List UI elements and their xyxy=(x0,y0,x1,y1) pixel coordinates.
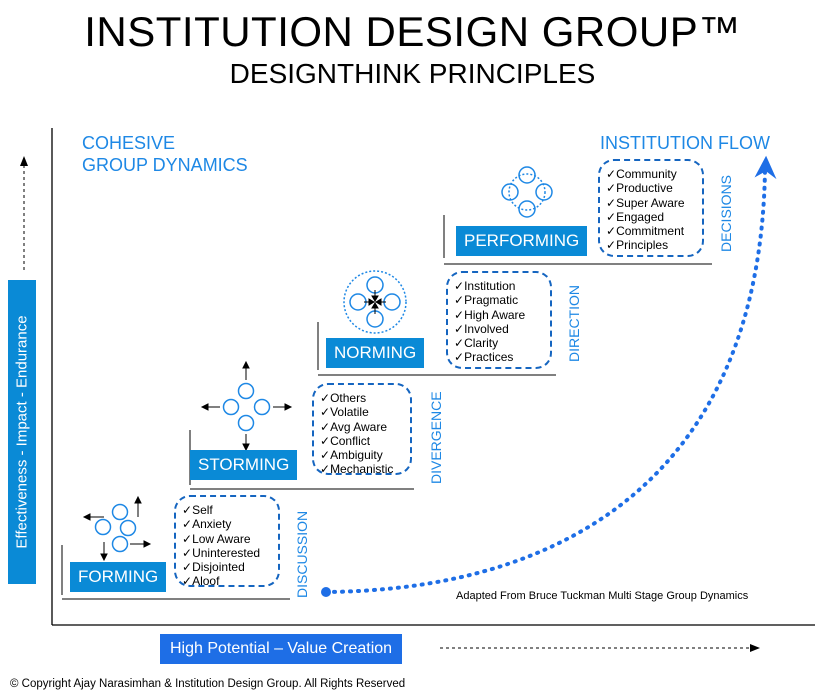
side-label-discussion: DISCUSSION xyxy=(294,510,310,598)
stage-label-norming: NORMING xyxy=(326,338,425,368)
side-label-decisions: DECISIONS xyxy=(718,174,734,252)
norming-trait: ✓Practices xyxy=(454,350,514,365)
forming-trait: ✓Disjointed xyxy=(182,560,245,575)
cohesive-label-line1: COHESIVE xyxy=(82,133,176,153)
side-label-direction: DIRECTION xyxy=(566,285,582,362)
page-title: INSTITUTION DESIGN GROUP™ xyxy=(84,8,741,55)
flow-start-dot xyxy=(321,587,331,597)
norming-trait: ✓High Aware xyxy=(454,307,526,322)
cohesive-label-line2: GROUP DYNAMICS xyxy=(82,155,248,175)
performing-trait: ✓Productive xyxy=(606,181,673,196)
performing-icon xyxy=(501,166,553,218)
performing-traits-box: ✓Community ✓Productive ✓Super Aware ✓Eng… xyxy=(598,159,704,257)
y-direction-arrowhead xyxy=(20,156,28,166)
storming-trait: ✓Avg Aware xyxy=(320,419,387,434)
storming-traits-box: ✓Others ✓Volatile ✓Avg Aware ✓Conflict ✓… xyxy=(312,383,412,477)
performing-trait: ✓Super Aware xyxy=(606,195,685,210)
forming-icon xyxy=(94,503,137,553)
norming-arrows xyxy=(364,290,386,314)
flow-arrowhead xyxy=(754,155,777,180)
performing-trait: ✓Engaged xyxy=(606,209,665,224)
performing-trait: ✓Commitment xyxy=(606,224,685,239)
storming-arrows xyxy=(200,360,293,452)
norming-trait: ✓Clarity xyxy=(454,336,499,351)
storming-trait: ✓Conflict xyxy=(320,433,371,448)
forming-trait: ✓Low Aware xyxy=(182,531,251,546)
institution-flow-curve xyxy=(324,168,767,594)
norming-trait: ✓Institution xyxy=(454,279,516,293)
storming-trait: ✓Ambiguity xyxy=(320,448,383,463)
x-axis-label: High Potential – Value Creation xyxy=(160,634,403,664)
norming-traits-box: ✓Institution ✓Pragmatic ✓High Aware ✓Inv… xyxy=(446,271,552,369)
side-label-divergence: DIVERGENCE xyxy=(428,391,444,484)
adapted-note: Adapted From Bruce Tuckman Multi Stage G… xyxy=(456,590,749,602)
storming-trait: ✓Volatile xyxy=(320,405,369,420)
x-direction-arrowhead xyxy=(750,644,760,652)
norming-trait: ✓Involved xyxy=(454,321,509,336)
stage-label-performing: PERFORMING xyxy=(456,226,588,256)
performing-trait: ✓Principles xyxy=(606,238,669,253)
norming-trait: ✓Pragmatic xyxy=(454,293,519,308)
y-axis-label-text: Effectiveness - Impact - Endurance xyxy=(13,315,31,549)
stage-label-storming: STORMING xyxy=(190,450,298,480)
storming-trait: ✓Mechanistic xyxy=(320,462,394,477)
forming-trait: ✓Aloof xyxy=(182,574,220,589)
stage-label-forming: FORMING xyxy=(70,562,167,592)
forming-trait: ✓Uninterested xyxy=(182,545,261,560)
copyright-note: © Copyright Ajay Narasimhan & Institutio… xyxy=(10,678,406,690)
page-subtitle: DESIGNTHINK PRINCIPLES xyxy=(229,58,596,89)
forming-traits-box: ✓Self ✓Anxiety ✓Low Aware ✓Uninterested … xyxy=(174,495,280,589)
forming-arrows xyxy=(82,495,152,562)
y-axis-label: Effectiveness - Impact - Endurance xyxy=(8,280,36,584)
forming-trait: ✓Self xyxy=(182,503,213,517)
institution-flow-label: INSTITUTION FLOW xyxy=(600,133,770,153)
storming-icon xyxy=(222,382,271,432)
norming-icon xyxy=(343,270,407,334)
forming-trait: ✓Anxiety xyxy=(182,517,232,532)
storming-trait: ✓Others xyxy=(320,391,367,405)
cohesive-label: COHESIVE GROUP DYNAMICS xyxy=(82,132,248,176)
performing-trait: ✓Community xyxy=(606,167,677,181)
